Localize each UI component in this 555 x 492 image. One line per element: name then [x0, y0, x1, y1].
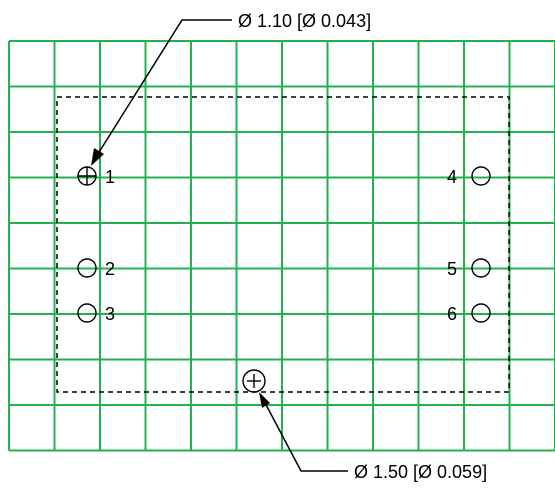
- mounting-hole: [242, 369, 266, 393]
- pin-4: 4: [447, 166, 491, 187]
- bottom-callout-arrowhead-icon: [259, 392, 270, 408]
- mounting-hole-icon: [242, 369, 266, 393]
- pin-3-hole-icon: [77, 303, 97, 323]
- pin-5: 5: [447, 258, 491, 279]
- bottom-callout-label: Ø 1.50 [Ø 0.059]: [354, 462, 487, 482]
- top-callout-label: Ø 1.10 [Ø 0.043]: [238, 11, 371, 31]
- pin-5-label: 5: [447, 259, 457, 279]
- component-outline: [56, 96, 510, 393]
- pin-4-hole-icon: [471, 166, 491, 186]
- pin-6-hole-icon: [471, 303, 491, 323]
- pin-4-label: 4: [447, 167, 457, 187]
- top-callout-arrowhead-icon: [91, 148, 104, 166]
- pin-2: 2: [77, 258, 115, 279]
- pin-1-label: 1: [105, 167, 115, 187]
- bottom-callout: Ø 1.50 [Ø 0.059]: [259, 392, 487, 482]
- bottom-callout-leader: [262, 398, 348, 472]
- grid: [8, 40, 555, 452]
- pin-6-label: 6: [447, 304, 457, 324]
- top-callout: Ø 1.10 [Ø 0.043]: [91, 11, 371, 166]
- top-callout-leader: [95, 19, 232, 158]
- pin-3-label: 3: [105, 304, 115, 324]
- pin-2-label: 2: [105, 259, 115, 279]
- pin-5-hole-icon: [471, 258, 491, 278]
- pin-3: 3: [77, 303, 115, 324]
- pin-2-hole-icon: [77, 258, 97, 278]
- pin-6: 6: [447, 303, 491, 324]
- pin-1: 1: [77, 166, 115, 187]
